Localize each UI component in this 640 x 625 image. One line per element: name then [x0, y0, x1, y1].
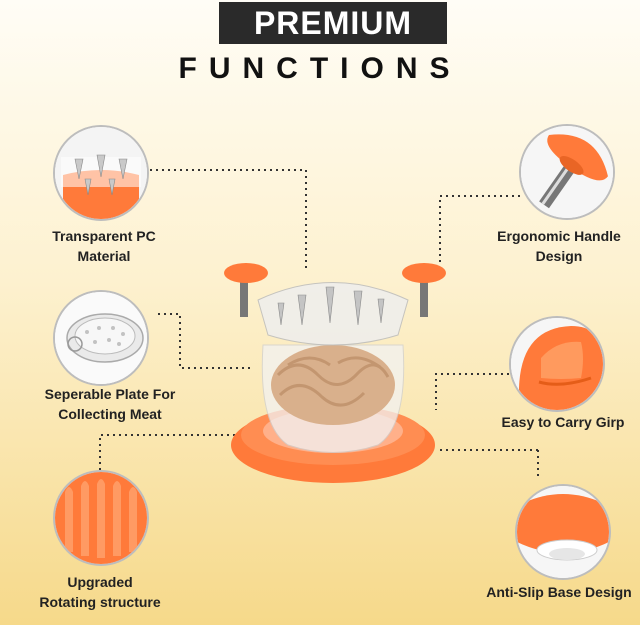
label-line: Upgraded — [67, 574, 133, 590]
label-line: Design — [535, 248, 583, 264]
connector-transparent — [150, 169, 307, 268]
label-line: Material — [77, 248, 131, 264]
label-transparent-material: Transparent PC Material — [30, 226, 178, 266]
label-carry-grip: Easy to Carry Girp — [501, 414, 625, 430]
label-line: Rotating structure — [39, 594, 161, 610]
page-title: FUNCTIONS — [178, 52, 462, 85]
label-rotating-structure: Upgraded Rotating structure — [26, 572, 174, 612]
label-separable-plate: Seperable Plate For Collecting Meat — [22, 384, 198, 424]
anti-slip-base-thumbnail — [515, 484, 611, 580]
connector-handle — [439, 195, 520, 266]
rotating-structure-thumbnail — [53, 470, 149, 566]
label-line: Collecting Meat — [58, 406, 162, 422]
label-line: Ergonomic Handle — [497, 228, 621, 244]
carry-grip-thumbnail — [509, 316, 605, 412]
chopper-product-image — [224, 263, 446, 483]
premium-banner: PREMIUM — [219, 2, 447, 44]
transparent-material-thumbnail — [53, 125, 149, 221]
label-line: Transparent PC — [52, 228, 156, 244]
separable-plate-thumbnail — [53, 290, 149, 386]
banner-text: PREMIUM — [253, 4, 413, 41]
label-line: Seperable Plate For — [44, 386, 176, 402]
connector-plate — [158, 313, 250, 369]
label-ergonomic-handle: Ergonomic Handle Design — [478, 226, 640, 266]
ergonomic-handle-thumbnail — [519, 124, 615, 220]
label-anti-slip-base: Anti-Slip Base Design — [486, 584, 632, 600]
connector-carry — [435, 373, 515, 410]
